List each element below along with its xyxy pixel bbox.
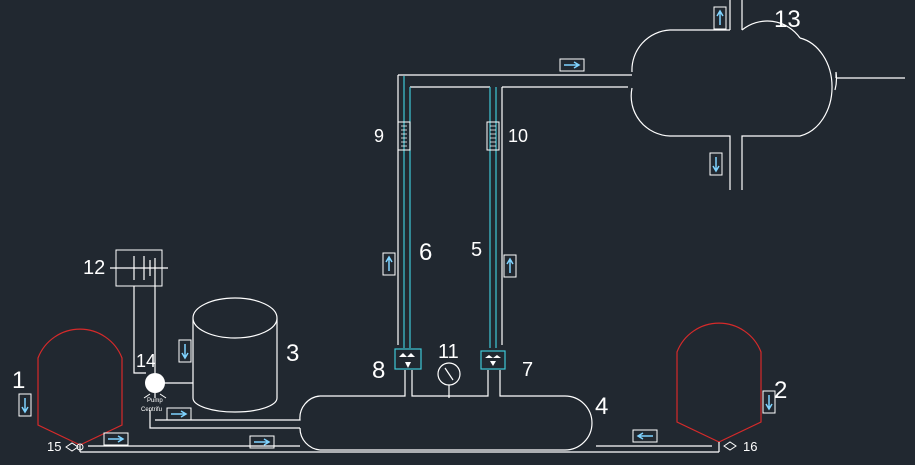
tank-1	[37, 328, 123, 446]
arrow-right-icon	[166, 407, 192, 421]
pump-return-pipe	[149, 410, 300, 429]
valve-8-icon	[394, 348, 422, 370]
label-8: 8	[372, 357, 385, 384]
label-14: 14	[136, 351, 156, 371]
top-supply-pipe	[397, 74, 632, 345]
arrow-down-icon	[709, 152, 723, 176]
valve-15-icon	[65, 442, 84, 452]
pump-text-2: Centrifu	[141, 407, 162, 413]
arrow-right-icon	[559, 58, 585, 72]
valve-16-icon	[718, 441, 737, 452]
header-tank-13	[630, 0, 905, 190]
label-15: 15	[47, 439, 61, 454]
pump-icon: Pump Centrifu	[141, 258, 193, 413]
tank-2	[676, 322, 762, 443]
riser-6	[403, 76, 411, 348]
label-11: 11	[438, 341, 459, 363]
label-7: 7	[522, 359, 533, 381]
manifold-4	[155, 370, 593, 451]
flowmeter-9-icon	[397, 121, 411, 151]
label-9: 9	[374, 126, 384, 146]
arrow-right-icon	[103, 432, 129, 446]
storage-tank-3	[192, 297, 278, 413]
flowmeter-10-icon	[486, 121, 500, 151]
pump-text-1: Pump	[147, 398, 163, 404]
label-6: 6	[419, 239, 432, 266]
valve-7-icon	[480, 350, 506, 370]
label-10: 10	[508, 126, 528, 146]
label-12: 12	[83, 257, 105, 279]
arrow-up-icon	[713, 6, 727, 30]
label-4: 4	[595, 393, 608, 420]
riser-5	[489, 87, 497, 348]
arrow-up-icon	[382, 252, 396, 276]
label-1: 1	[12, 367, 25, 394]
label-3: 3	[286, 340, 299, 367]
label-2: 2	[774, 377, 787, 404]
label-13: 13	[774, 6, 801, 33]
arrow-down-icon	[18, 393, 32, 417]
arrow-up-icon	[503, 254, 517, 278]
arrow-down-icon	[178, 339, 192, 363]
pressure-gauge-icon	[437, 362, 461, 398]
label-16: 16	[743, 439, 757, 454]
arrow-left-icon	[632, 429, 658, 443]
label-5: 5	[471, 239, 482, 261]
filter-icon	[110, 249, 168, 374]
